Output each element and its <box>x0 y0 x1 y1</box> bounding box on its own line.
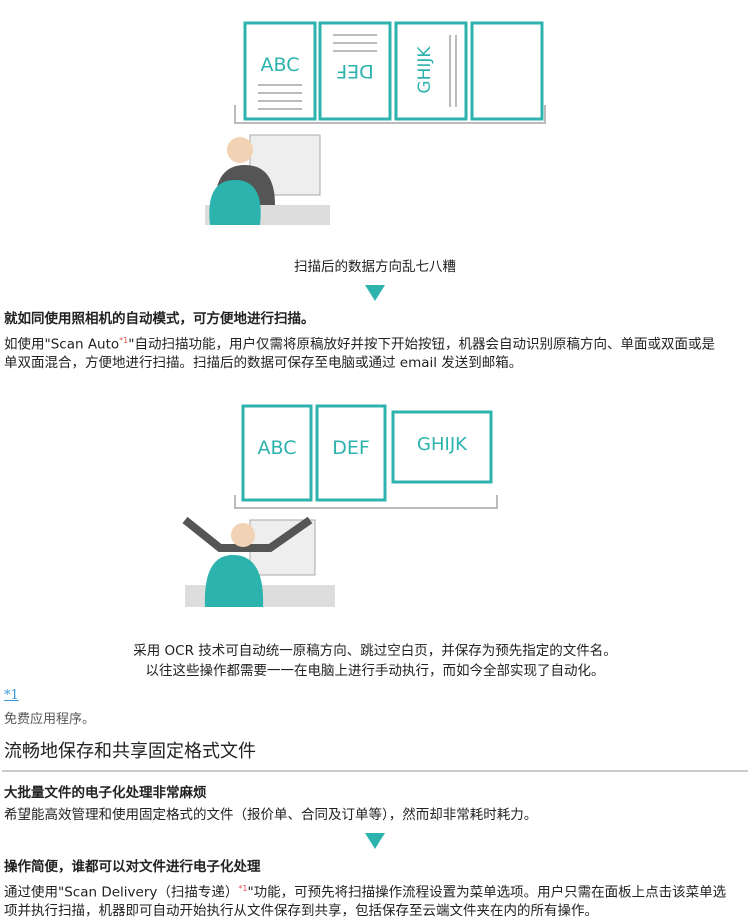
down-arrow-icon <box>365 833 385 849</box>
illustration-messy-scan: ABC DEF GHIJK <box>205 21 546 225</box>
section1-paragraph-line2: 单双面混合，方便地进行扫描。扫描后的数据可保存至电脑或通过 email 发送到邮… <box>4 355 523 371</box>
text: 通过使用"Scan Delivery（扫描专递） <box>4 884 239 901</box>
solution-text-line1: 通过使用"Scan Delivery（扫描专递）*1"功能，可预先将扫描操作流程… <box>4 878 726 904</box>
page-abc: ABC <box>261 54 300 76</box>
illustration-auto-scan: ABC DEF GHIJK <box>182 404 498 607</box>
illustration2-caption-line1: 采用 OCR 技术可自动统一原稿方向、跳过空白页，并保存为预先指定的文件名。 <box>133 643 617 659</box>
illustration2-caption-line2: 以往这些操作都需要一一在电脑上进行手动执行，而如今全部实现了自动化。 <box>145 663 605 679</box>
footnote-ref[interactable]: *1 <box>238 884 248 893</box>
text: 如使用"Scan Auto <box>4 336 120 353</box>
problem-heading: 大批量文件的电子化处理非常麻烦 <box>4 785 207 801</box>
section2-title: 流畅地保存和共享固定格式文件 <box>4 741 256 762</box>
page-ghijk: GHIJK <box>415 46 435 94</box>
problem-text: 希望能高效管理和使用固定格式的文件（报价单、合同及订单等），然而却非常耗时耗力。 <box>4 807 538 823</box>
page-def: DEF <box>336 60 374 82</box>
page-abc: ABC <box>258 437 297 459</box>
text: "功能，可预先将扫描操作流程设置为菜单选项。用户只需在面板上点击该菜单选 <box>247 884 727 901</box>
divider <box>2 770 748 772</box>
solution-heading: 操作简便，谁都可以对文件进行电子化处理 <box>4 859 261 875</box>
page-def: DEF <box>332 437 370 459</box>
section1-heading: 就如同使用照相机的自动模式，可方便地进行扫描。 <box>4 311 315 327</box>
down-arrow-icon <box>365 285 385 301</box>
illustration1-caption: 扫描后的数据方向乱七八糟 <box>294 259 456 275</box>
section1-paragraph-line1: 如使用"Scan Auto*1"自动扫描功能，用户仅需将原稿放好并按下开始按钮，… <box>4 330 715 356</box>
footnote-text: 免费应用程序。 <box>4 712 96 727</box>
text: "自动扫描功能，用户仅需将原稿放好并按下开始按钮，机器会自动识别原稿方向、单面或… <box>128 336 715 353</box>
solution-text-line2: 项并执行扫描，机器即可自动开始执行从文件保存到共享，包括保存至云端文件夹在内的所… <box>4 903 598 919</box>
footnote-link[interactable]: *1 <box>4 688 19 703</box>
page-ghijk: GHIJK <box>417 434 468 455</box>
footnote-ref[interactable]: *1 <box>119 336 129 345</box>
